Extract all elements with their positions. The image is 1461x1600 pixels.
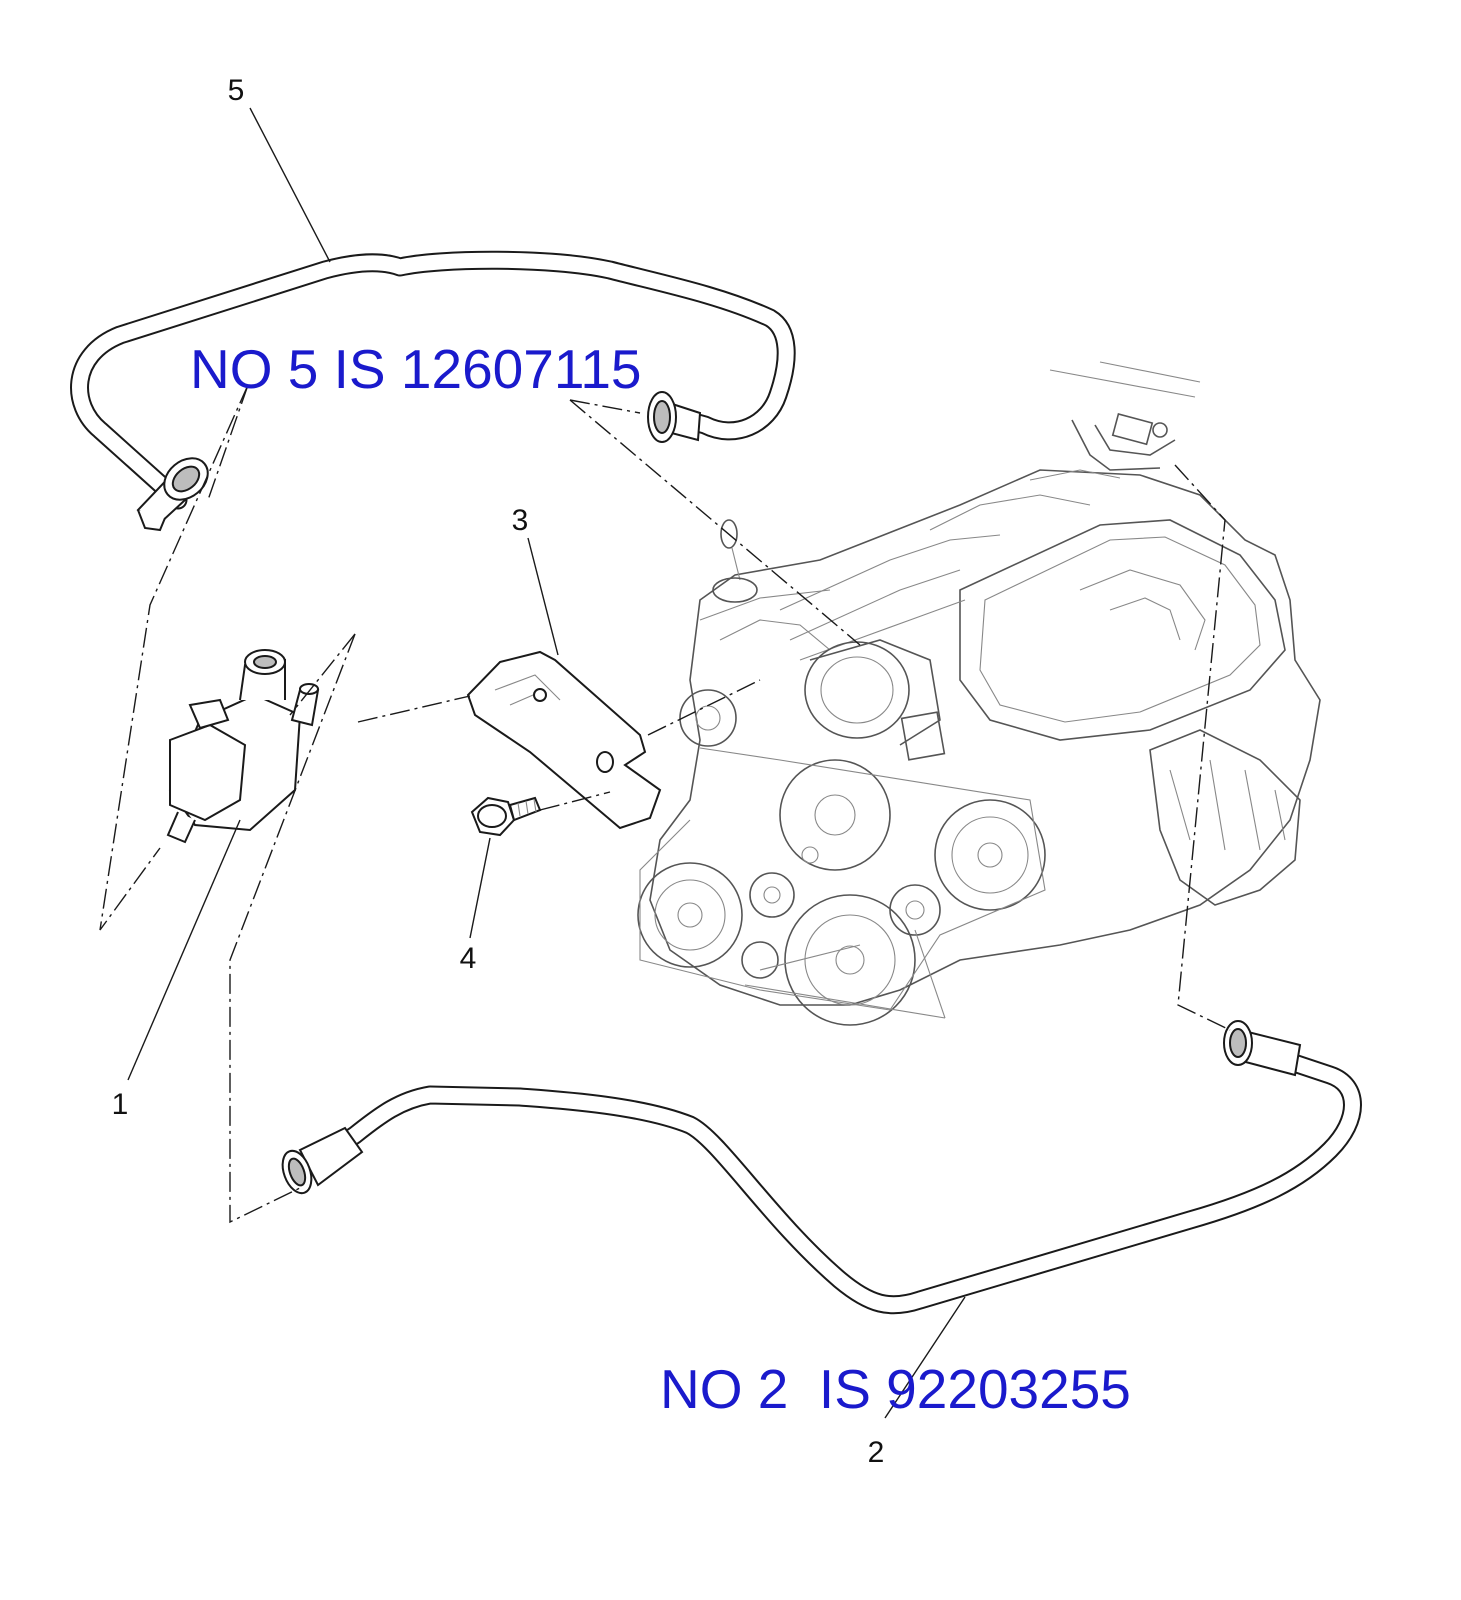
hose-2-left-connector bbox=[281, 1126, 364, 1195]
callout-4: 4 bbox=[460, 942, 477, 975]
part-2-number-note: NO 2 IS 92203255 bbox=[660, 1358, 1131, 1420]
callout-5: 5 bbox=[228, 74, 245, 107]
hose-5-left-connector bbox=[136, 457, 209, 532]
hose-part-2 bbox=[281, 1020, 1362, 1315]
bracket-part-3 bbox=[466, 650, 662, 830]
bolt-part-4 bbox=[470, 796, 542, 837]
callout-2: 2 bbox=[868, 1436, 885, 1469]
engine-assembly bbox=[637, 361, 1321, 1026]
hose-part-5 bbox=[70, 250, 796, 532]
purge-valve-part-1 bbox=[166, 649, 320, 844]
part-5-number-note: NO 5 IS 12607115 bbox=[190, 338, 642, 400]
assembly-lines bbox=[99, 107, 1231, 1419]
hose-2-right-connector bbox=[1223, 1020, 1302, 1077]
callout-3: 3 bbox=[512, 504, 529, 537]
callout-1: 1 bbox=[112, 1088, 129, 1121]
hose-5-right-connector bbox=[647, 391, 702, 443]
